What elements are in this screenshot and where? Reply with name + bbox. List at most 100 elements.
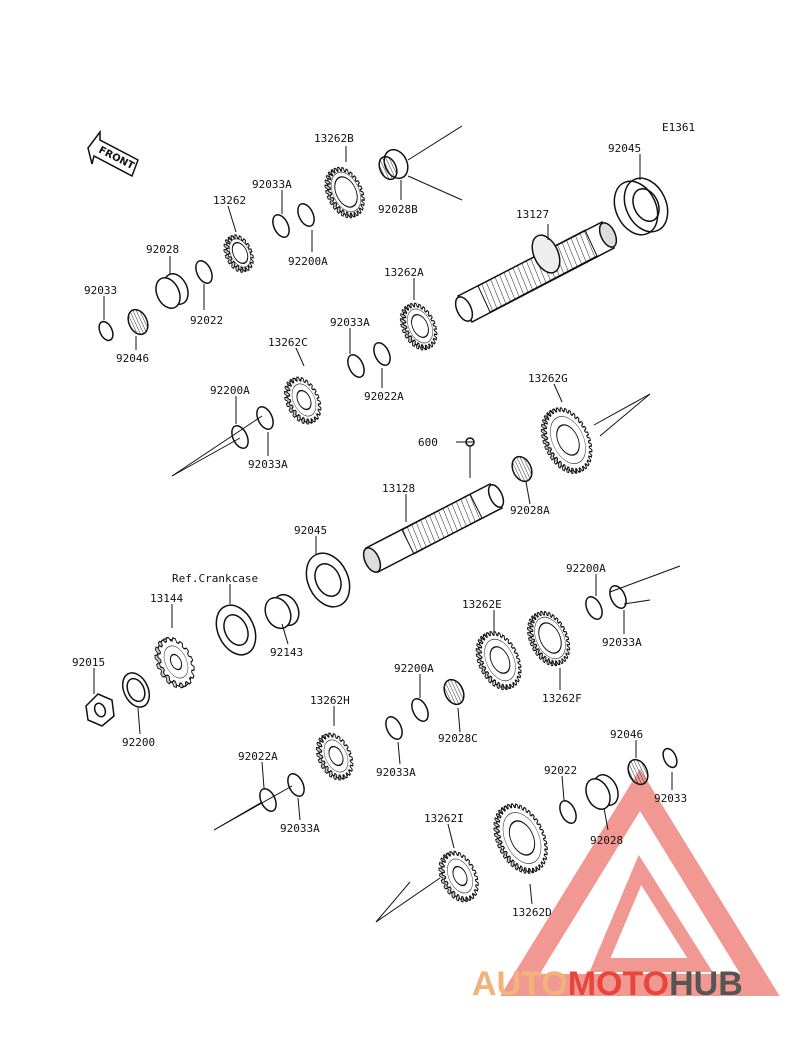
label-92033A-5: 92033A bbox=[376, 766, 416, 779]
diagram-code: E1361 bbox=[662, 121, 695, 134]
gear-13144-hub bbox=[169, 653, 183, 671]
washer-92033A-5 bbox=[385, 715, 403, 741]
bearing-92028C bbox=[443, 678, 465, 706]
ring-92200A-3 bbox=[585, 595, 603, 621]
gear-13262I-hub bbox=[452, 865, 468, 887]
watermark-moto: MOTO bbox=[568, 965, 669, 1003]
label-13262H: 13262H bbox=[310, 694, 350, 707]
label-92045-1: 92045 bbox=[608, 142, 641, 155]
watermark-logo bbox=[500, 769, 780, 996]
label-92033A-3: 92033A bbox=[248, 458, 288, 471]
gear-13262D-web bbox=[502, 812, 542, 864]
label-92028C: 92028C bbox=[438, 732, 478, 745]
gear-13262E-web bbox=[484, 638, 516, 682]
logo-triangle-outer bbox=[500, 769, 780, 996]
label-92033-2: 92033 bbox=[654, 792, 687, 805]
gear-13262 bbox=[223, 234, 254, 273]
gear-13262G bbox=[540, 407, 593, 474]
gear-13262C bbox=[283, 376, 322, 425]
shaft-13127 bbox=[454, 220, 618, 324]
label-13262A: 13262A bbox=[384, 266, 424, 279]
gear-13262B-web bbox=[330, 171, 362, 213]
gear-13262H-web bbox=[323, 739, 349, 773]
washer-92033A-3 bbox=[256, 405, 274, 431]
gear-13262E-hub bbox=[489, 646, 511, 674]
label-92200A-4: 92200A bbox=[394, 662, 434, 675]
label-92200A-2: 92200A bbox=[210, 384, 250, 397]
ring-92200A-4 bbox=[411, 697, 429, 723]
washer-92033A-4 bbox=[609, 584, 627, 610]
label-13127: 13127 bbox=[516, 208, 549, 221]
label-92143: 92143 bbox=[270, 646, 303, 659]
label-92028-1: 92028 bbox=[146, 243, 179, 256]
label-92033A-6: 92033A bbox=[280, 822, 320, 835]
gear-13262D-hub bbox=[508, 820, 536, 856]
gear-13262F-web bbox=[534, 616, 566, 660]
collar-92143 bbox=[264, 593, 300, 630]
watermark-text: AUTOMOTOHUB bbox=[472, 965, 743, 1003]
bearing-92046-2 bbox=[627, 758, 649, 786]
gear-13262B-hub bbox=[334, 176, 358, 208]
gear-13262D bbox=[493, 803, 548, 874]
ring-92200A-2 bbox=[231, 424, 249, 450]
gear-13262A-hub bbox=[411, 314, 429, 338]
label-92033-1: 92033 bbox=[84, 284, 117, 297]
label-92028A: 92028A bbox=[510, 504, 550, 517]
collar-92028 bbox=[155, 273, 189, 309]
gear-13262A bbox=[399, 302, 438, 351]
gear-13262I-web bbox=[447, 858, 473, 894]
part-labels: 13262B 92028B 92033A 13262 92200A 92028 … bbox=[72, 132, 687, 919]
gear-13262C-web bbox=[291, 383, 317, 417]
label-92200A-3: 92200A bbox=[566, 562, 606, 575]
label-13262G: 13262G bbox=[528, 372, 568, 385]
gear-13262G-hub bbox=[556, 424, 580, 456]
label-13262E: 13262E bbox=[462, 598, 502, 611]
washer-92022-1 bbox=[195, 259, 213, 285]
label-92033A-1: 92033A bbox=[252, 178, 292, 191]
label-92028B: 92028B bbox=[378, 203, 418, 216]
label-92015: 92015 bbox=[72, 656, 105, 669]
washer-92033A-1 bbox=[272, 213, 290, 239]
washer-92033A-2 bbox=[347, 353, 365, 379]
bearing-92028B bbox=[378, 148, 409, 181]
svg-text:AUTOMOTOHUB: AUTOMOTOHUB bbox=[472, 965, 743, 1003]
label-92046-2: 92046 bbox=[610, 728, 643, 741]
label-13262B: 13262B bbox=[314, 132, 354, 145]
gear-13262H bbox=[315, 732, 354, 781]
label-ref-crankcase: Ref.Crankcase bbox=[172, 572, 258, 585]
gear-13262E bbox=[475, 631, 522, 691]
label-92028-2: 92028 bbox=[590, 834, 623, 847]
gear-13262A-web bbox=[407, 308, 433, 344]
washer-92022-2 bbox=[559, 799, 577, 825]
ring-92200A-1 bbox=[297, 202, 315, 228]
watermark-auto: AUTO bbox=[472, 965, 568, 1003]
gear-13262F bbox=[527, 610, 571, 667]
bearing-92045-lower bbox=[305, 552, 351, 608]
label-600: 600 bbox=[418, 436, 438, 449]
nut-92015 bbox=[85, 693, 115, 727]
label-92033A-4: 92033A bbox=[602, 636, 642, 649]
label-92022-2: 92022 bbox=[544, 764, 577, 777]
bearing-92045-upper bbox=[613, 177, 669, 236]
leader-lines bbox=[93, 125, 681, 923]
bearing-92028A bbox=[511, 455, 533, 483]
washer-92200 bbox=[121, 672, 151, 708]
collar-92028-2 bbox=[585, 774, 619, 810]
label-13144: 13144 bbox=[150, 592, 183, 605]
label-13262D: 13262D bbox=[512, 906, 552, 919]
washer-92022A-1 bbox=[373, 341, 391, 367]
label-92033A-2: 92033A bbox=[330, 316, 370, 329]
front-arrow-icon: FRONT bbox=[87, 129, 139, 178]
label-92046-1: 92046 bbox=[116, 352, 149, 365]
gear-13144 bbox=[154, 636, 195, 689]
label-13128: 13128 bbox=[382, 482, 415, 495]
gear-13144-web bbox=[163, 645, 189, 679]
label-13262F: 13262F bbox=[542, 692, 582, 705]
ring-92033-2 bbox=[662, 747, 678, 769]
label-13262I: 13262I bbox=[424, 812, 464, 825]
shaft-13128 bbox=[362, 482, 505, 574]
label-92200: 92200 bbox=[122, 736, 155, 749]
gear-13262-hub bbox=[231, 241, 249, 265]
